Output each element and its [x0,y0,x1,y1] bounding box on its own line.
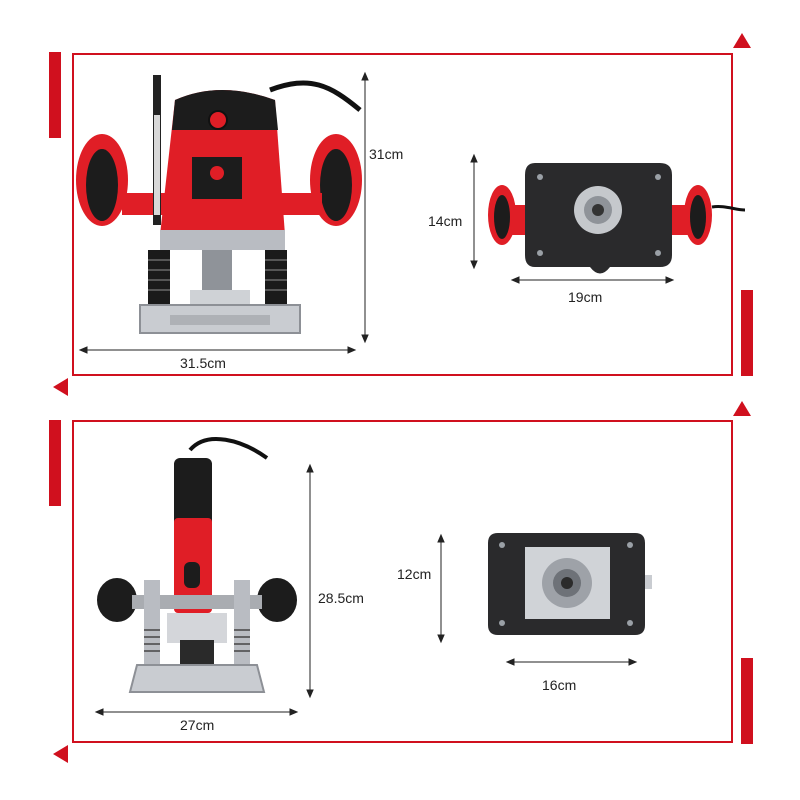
router-bottom-small-width-label: 16cm [542,677,577,693]
router-bottom-height-label: 14cm [428,213,463,229]
router-side-width-label: 27cm [180,717,215,733]
router-bottom-small-height-label: 12cm [397,566,432,582]
bottom-panel-frame [72,420,733,743]
router-side-view-image [97,436,297,693]
bottom-panel-left-accent-bar [49,420,61,506]
router-front-width-label: 31.5cm [180,355,226,371]
bottom-panel-corner-triangle-left [53,745,68,763]
bottom-panel-corner-triangle [733,401,751,416]
top-panel-frame [72,53,733,376]
router-bottom-view-small-image [488,533,652,635]
bottom-panel-right-accent-bar [741,658,753,744]
router-front-view-image [76,75,362,334]
router-bottom-width-label: 19cm [568,289,603,305]
top-panel-right-accent-bar [741,290,753,376]
top-panel-corner-triangle [733,33,751,48]
router-bottom-view-image [488,163,746,274]
router-side-height-label: 28.5cm [318,590,364,606]
top-panel-corner-triangle-left [53,378,68,396]
router-front-height-label: 31cm [369,146,404,162]
top-panel-left-accent-bar [49,52,61,138]
